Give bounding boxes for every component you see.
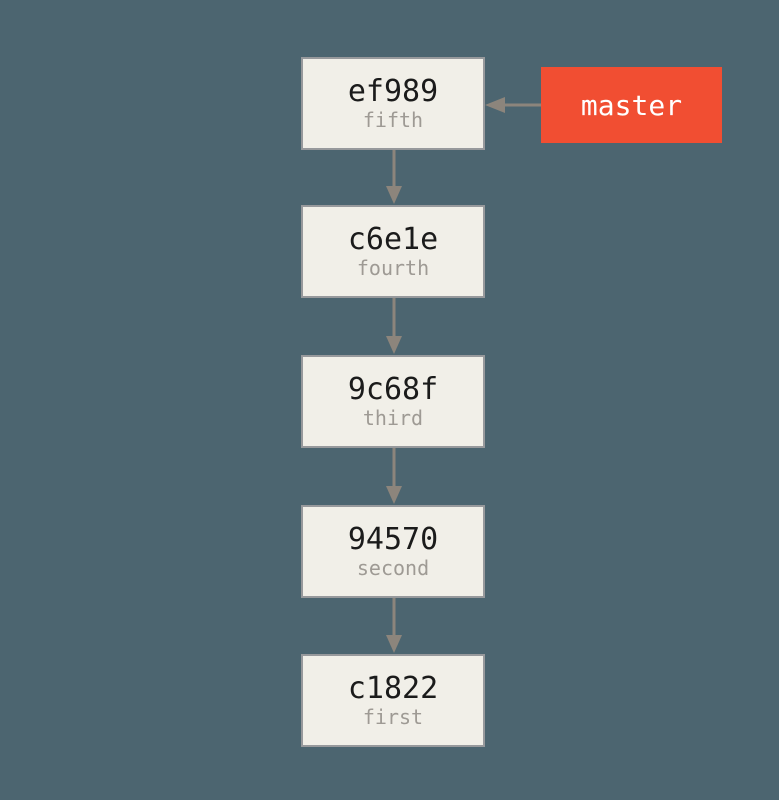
- commit-node-9c68f: 9c68f third: [301, 355, 485, 448]
- commit-message: second: [356, 556, 430, 581]
- arrow-94570-to-c1822: [386, 597, 402, 653]
- arrow-c6e1e-to-9c68f: [386, 298, 402, 354]
- commit-node-94570: 94570 second: [301, 505, 485, 598]
- commit-hash: ef989: [347, 73, 439, 109]
- commit-hash: 94570: [347, 521, 439, 557]
- arrow-master-to-ef989: [485, 97, 541, 113]
- branch-name: master: [580, 88, 683, 122]
- commit-message: first: [362, 705, 424, 730]
- commit-hash: 9c68f: [347, 371, 439, 407]
- commit-hash: c6e1e: [347, 221, 439, 257]
- commit-node-c1822: c1822 first: [301, 654, 485, 747]
- commit-message: fourth: [356, 256, 430, 281]
- arrowhead-left-icon: [485, 97, 505, 113]
- commit-message: third: [362, 406, 424, 431]
- commit-node-ef989: ef989 fifth: [301, 57, 485, 150]
- branch-label-master: master: [541, 67, 722, 143]
- arrowhead-down-icon: [386, 635, 402, 653]
- commit-node-c6e1e: c6e1e fourth: [301, 205, 485, 298]
- arrow-9c68f-to-94570: [386, 448, 402, 504]
- commit-message: fifth: [362, 108, 424, 133]
- arrowhead-down-icon: [386, 186, 402, 204]
- arrowhead-down-icon: [386, 486, 402, 504]
- arrowhead-down-icon: [386, 336, 402, 354]
- arrow-ef989-to-c6e1e: [386, 150, 402, 204]
- commit-hash: c1822: [347, 670, 439, 706]
